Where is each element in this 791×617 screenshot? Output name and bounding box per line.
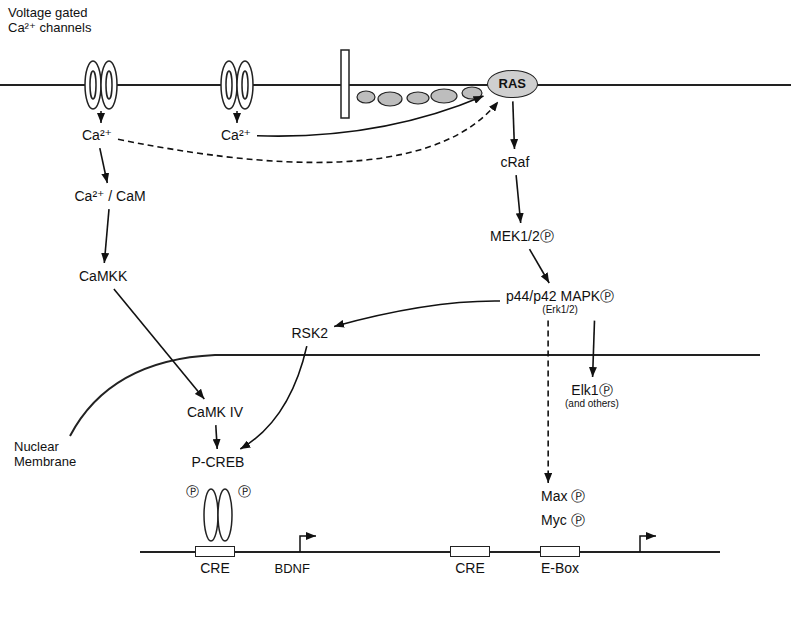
signal-arrow [530, 249, 550, 283]
protein-node: MEK1/2Ⓟ [487, 226, 557, 246]
protein-node: p44/p42 MAPKⓅ(Erk1/2) [503, 286, 617, 318]
phospho-symbol: Ⓟ [238, 485, 251, 500]
dna-site: E-Box [540, 546, 580, 576]
signal-arrow [257, 96, 484, 136]
phospho-symbol: Ⓟ [186, 485, 199, 500]
calcium-influx-arrow [236, 111, 238, 123]
protein-node: cRaf [498, 152, 533, 172]
nuclear-membrane [70, 355, 760, 436]
protein-node: Elk1Ⓟ(and others) [562, 380, 622, 412]
node-text: CRE [195, 560, 235, 576]
protein-node: CaMK IV [184, 402, 246, 422]
site-box [450, 546, 490, 557]
receptor [341, 50, 349, 118]
node-text: CaMK IV [187, 404, 243, 420]
cell-membrane [0, 84, 791, 86]
protein-node: P-CREB [189, 452, 248, 472]
node-text: RAS [499, 77, 526, 92]
node-text: Myc Ⓟ [541, 512, 585, 528]
signal-arrow [513, 101, 515, 149]
signal-arrow [593, 321, 595, 377]
dna-site: CRE [195, 546, 235, 576]
membrane-label: Nuclear Membrane [14, 440, 94, 470]
signal-arrow [114, 289, 204, 399]
protein-node: RSK2 [289, 323, 332, 343]
protein-node: Ca²⁺ / CaM [72, 186, 149, 206]
node-text: p44/p42 MAPKⓅ [506, 288, 614, 304]
protein-node: CaMKK [76, 266, 130, 286]
site-box [540, 546, 580, 557]
gene-label: BDNF [275, 562, 310, 577]
signal-arrow [334, 301, 500, 326]
node-text: E-Box [540, 560, 580, 576]
channel-label: Voltage gated Ca²⁺ channels [8, 6, 118, 36]
node-text: CaMKK [79, 268, 127, 284]
node-text: RSK2 [292, 325, 329, 341]
protein-node: Max Ⓟ [538, 486, 588, 506]
signal-arrow [240, 346, 306, 449]
node-text: Ca²⁺ [82, 127, 112, 143]
signal-arrow [516, 175, 521, 223]
node-text: cRaf [501, 154, 530, 170]
creb-dimer [204, 489, 232, 541]
dna-site: CRE [450, 546, 490, 576]
node-text: Elk1Ⓟ [565, 382, 619, 398]
node-text: Ca²⁺ [221, 127, 251, 143]
transcription-start-arrow [640, 536, 656, 552]
calcium-channel [221, 61, 253, 109]
node-text: (Erk1/2) [506, 304, 614, 316]
node-text: (and others) [565, 398, 619, 410]
signal-arrow [216, 425, 217, 449]
signal-arrow [547, 321, 549, 483]
protein-node: Myc Ⓟ [538, 510, 588, 530]
node-text: Ca²⁺ / CaM [75, 188, 146, 204]
transcription-start-arrow [300, 536, 316, 552]
node-text: Max Ⓟ [541, 488, 585, 504]
calcium-influx-arrow [100, 111, 102, 123]
node-text: CRE [450, 560, 490, 576]
adaptor-proteins [357, 87, 482, 106]
signal-arrow [118, 101, 498, 162]
site-box [195, 546, 235, 557]
signal-arrow [100, 148, 108, 183]
protein-node: Ca²⁺ [218, 125, 254, 145]
calcium-channel [85, 61, 117, 109]
protein-node: Ca²⁺ [79, 125, 115, 145]
ras-oval: RAS [487, 70, 538, 99]
node-text: MEK1/2Ⓟ [490, 228, 554, 244]
node-text: P-CREB [192, 454, 245, 470]
signal-arrow [104, 209, 109, 263]
